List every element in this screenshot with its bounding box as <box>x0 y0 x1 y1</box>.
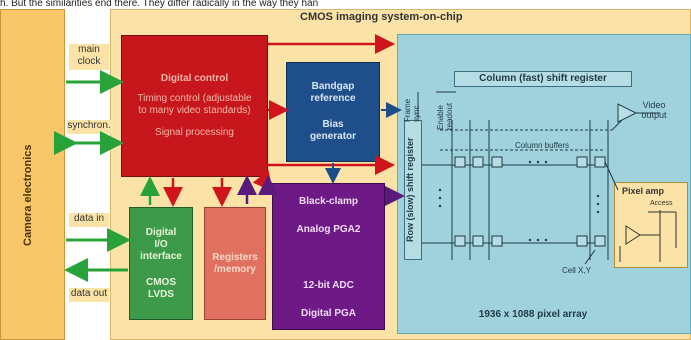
digital-io-standard: CMOS LVDS <box>146 276 176 300</box>
digital-control-title: Digital control <box>160 73 229 84</box>
data-in-label: data in <box>69 213 109 227</box>
synchron-label: synchron. <box>67 120 111 134</box>
cell-xy-label: Cell X,Y <box>562 266 591 275</box>
video-output-amp <box>617 103 660 123</box>
register-purple-arrows <box>237 175 405 206</box>
row-register-links <box>417 92 452 244</box>
camera-electronics-block <box>0 9 65 340</box>
black-clamp-text: Black-clamp <box>299 196 358 207</box>
pixel-array-label: 1936 x 1088 pixel array <box>478 309 588 320</box>
chip-title: CMOS imaging system-on-chip <box>300 11 463 23</box>
column-shift-register: Column (fast) shift register <box>454 71 632 87</box>
registers-text: Registers /memory <box>212 251 258 275</box>
timing-control-text: Timing control (adjustable to many video… <box>137 93 252 116</box>
bandgap-block: Bandgap reference Bias generator <box>286 62 380 162</box>
bandgap-reference-text: Bandgap reference <box>310 81 356 104</box>
bias-blue-arrow <box>325 102 402 184</box>
pixel-amp-label: Pixel amp <box>622 186 665 196</box>
bias-generator-text: Bias generator <box>309 119 357 142</box>
analog-pga2-text: Analog PGA2 <box>296 224 361 235</box>
adc-text: 12-bit ADC <box>303 280 354 291</box>
signal-processing-text: Signal processing <box>155 127 234 138</box>
pixel-grid <box>423 91 631 260</box>
digital-pga-text: Digital PGA <box>300 308 356 319</box>
video-output-label: Video output <box>641 100 667 120</box>
digital-control-block: Digital control Timing control (adjustab… <box>121 35 268 177</box>
ellipsis-dots <box>438 160 600 242</box>
registers-block: Registers /memory <box>204 207 266 320</box>
header-text: h. But the similarities end there. They … <box>0 0 319 8</box>
access-label: Access <box>650 200 673 207</box>
digital-io-block: Digital I/O interface CMOS LVDS <box>129 207 193 320</box>
column-buffers-label: Column buffers <box>514 141 570 150</box>
data-out-label: data out <box>69 288 109 302</box>
main-clock-label: main clock <box>69 44 109 70</box>
pixel-cells <box>454 156 606 247</box>
control-red-arrows <box>163 34 395 207</box>
pixel-amp-schematic <box>619 210 677 262</box>
cell-connector <box>584 161 619 265</box>
digital-io-title: Digital I/O interface <box>140 226 182 262</box>
analog-chain-block: Black-clamp Analog PGA2 12-bit ADC Digit… <box>272 183 385 330</box>
